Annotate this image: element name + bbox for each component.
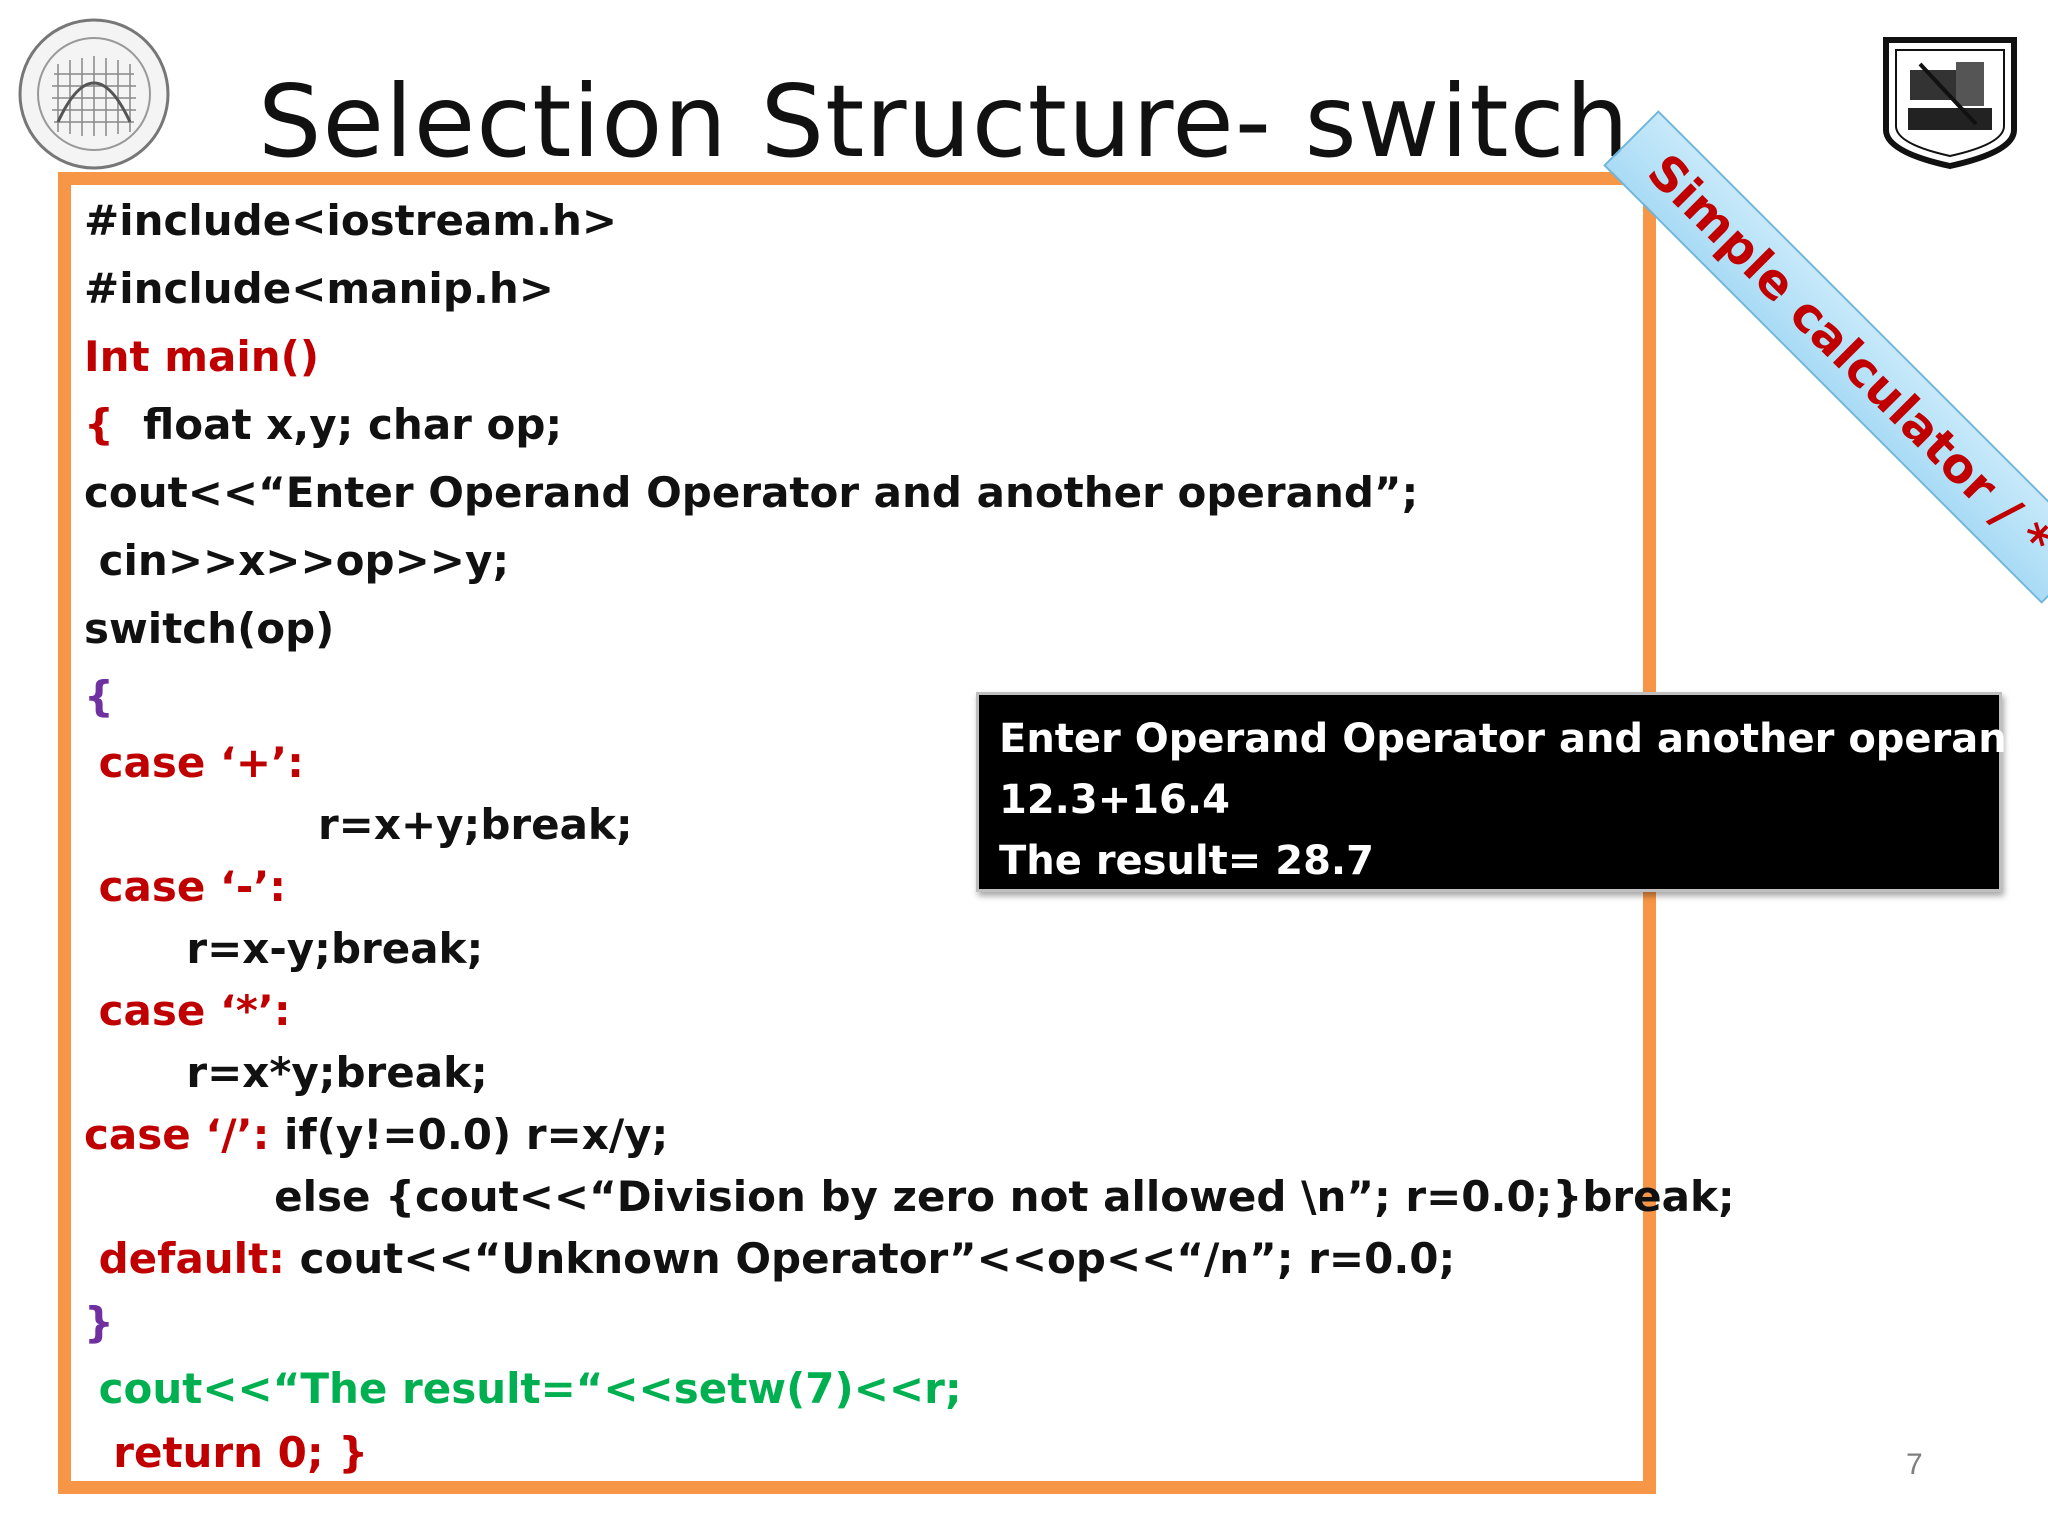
case-divide-body: if(y!=0.0) r=x/y; [269, 1110, 669, 1159]
code-line-include-iostream: #include<iostream.h> [84, 196, 618, 245]
code-line-default: default: cout<<“Unknown Operator”<<op<<“… [84, 1238, 1456, 1280]
code-line-switch-close-brace: } [84, 1298, 114, 1347]
open-brace: { [84, 400, 114, 449]
code-line-cin: cin>>x>>op>>y; [84, 536, 510, 585]
code-line-include-manip: #include<manip.h> [84, 264, 554, 313]
code-line-case-multiply: case ‘*’: [84, 986, 291, 1035]
code-line-subtract: r=x-y;break; [84, 924, 484, 973]
code-line-switch-open-brace: { [84, 672, 114, 721]
console-output: Enter Operand Operator and another opera… [976, 692, 2036, 892]
default-keyword: default: [84, 1234, 285, 1283]
code-line-cout-prompt: cout<<“Enter Operand Operator and anothe… [84, 468, 1419, 517]
code-line-main: Int main() [84, 332, 320, 381]
code-line-multiply: r=x*y;break; [84, 1048, 488, 1097]
code-line-switch: switch(op) [84, 604, 335, 653]
console-line-prompt: Enter Operand Operator and another opera… [999, 716, 2036, 762]
code-line-case-minus: case ‘-’: [84, 862, 287, 911]
code-line-cout-result: cout<<“The result=“<<setw(7)<<r; [84, 1364, 962, 1413]
console-line-input: 12.3+16.4 [999, 777, 1230, 823]
simple-calculator-banner: Simple calculator / * + - [1603, 110, 2048, 604]
code-line-case-plus: case ‘+’: [84, 738, 304, 787]
code-line-case-divide: case ‘/’: if(y!=0.0) r=x/y; [84, 1114, 668, 1156]
code-line-return: return 0; } [84, 1428, 369, 1477]
faculty-crest-logo [1883, 37, 2017, 170]
code-line-add: r=x+y;break; [84, 800, 633, 849]
case-divide-keyword: case ‘/’: [84, 1110, 270, 1159]
default-body: cout<<“Unknown Operator”<<op<<“/n”; r=0.… [284, 1234, 1456, 1283]
declarations-text: float x,y; char op; [113, 400, 563, 449]
code-line-declarations: { float x,y; char op; [84, 404, 562, 446]
university-seal-logo [18, 18, 170, 170]
page-number: 7 [1906, 1448, 1923, 1481]
console-line-result: The result= 28.7 [999, 838, 1374, 884]
code-line-else-division: else {cout<<“Division by zero not allowe… [84, 1172, 1735, 1221]
slide-title: Selection Structure- switch [258, 63, 1630, 180]
